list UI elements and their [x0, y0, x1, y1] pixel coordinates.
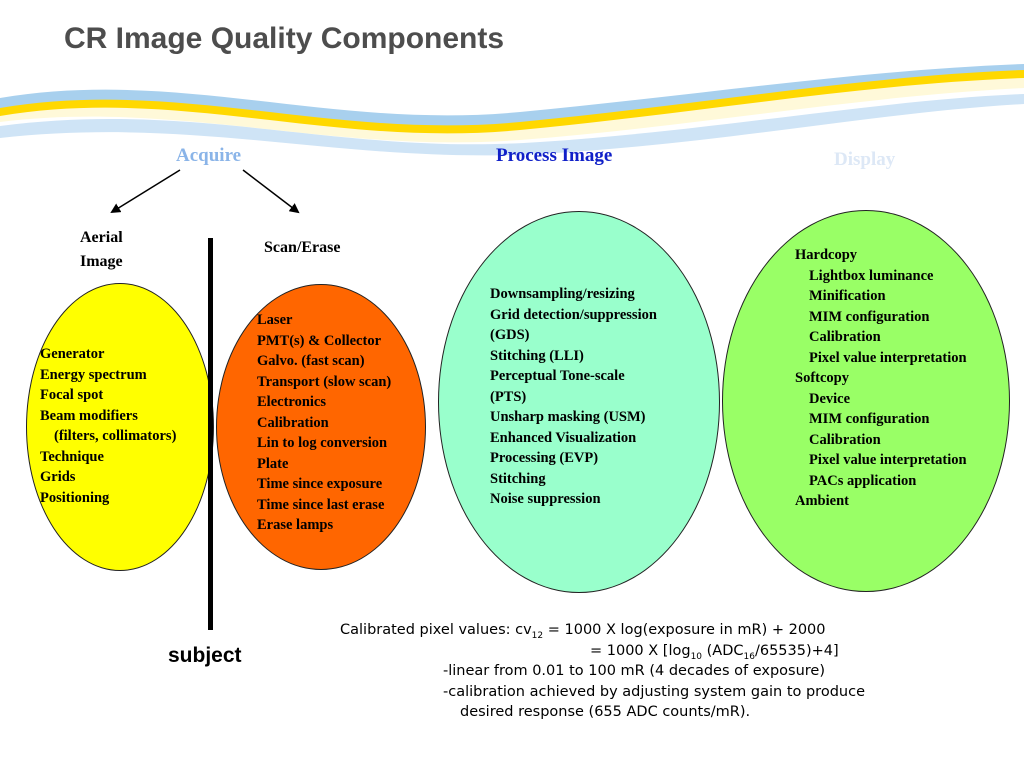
wave-banner: [0, 64, 1024, 156]
calibration-line-4: -calibration achieved by adjusting syste…: [443, 683, 865, 700]
aerial-image-label: Aerial Image: [80, 229, 123, 270]
subject-divider: [208, 238, 213, 630]
display-list: Hardcopy Lightbox luminance Minification…: [795, 245, 967, 512]
aerial-image-ellipse: [26, 283, 214, 571]
list-item: Unsharp masking (USM): [490, 409, 646, 425]
list-item: Hardcopy: [795, 247, 858, 263]
list-item: Stitching (LLI): [490, 347, 584, 364]
list-item: Laser: [257, 312, 293, 328]
list-item: Processing (EVP): [490, 450, 599, 466]
list-item: Erase lamps: [257, 517, 334, 533]
list-item: Beam modifiers: [40, 407, 138, 424]
list-item: (GDS): [490, 327, 530, 343]
list-item: Perceptual Tone-scale: [490, 368, 625, 384]
list-item: Ambient: [795, 493, 849, 509]
list-item: Pixel value interpretation: [809, 349, 967, 366]
list-item: Lightbox luminance: [809, 267, 934, 284]
list-item: Noise suppression: [490, 491, 601, 507]
list-item: Minification: [809, 288, 886, 304]
list-item: Device: [809, 390, 851, 407]
list-item: (filters, collimators): [54, 428, 177, 444]
list-item: Energy spectrum: [40, 366, 147, 383]
list-item: Enhanced Visualization: [490, 429, 637, 446]
list-item: Generator: [40, 346, 105, 362]
calibration-note: Calibrated pixel values: cv12 = 1000 X l…: [340, 620, 865, 723]
display-ellipse: [722, 210, 1010, 592]
process-image-list: Downsampling/resizing Grid detection/sup…: [490, 284, 657, 510]
acquire-header: Acquire: [176, 145, 242, 166]
list-item: (PTS): [490, 388, 527, 405]
process-image-header: Process Image: [496, 145, 613, 166]
calibration-line-5: desired response (655 ADC counts/mR).: [460, 704, 751, 720]
calibration-line-3: -linear from 0.01 to 100 mR (4 decades o…: [443, 663, 825, 679]
list-item: PMT(s) & Collector: [257, 332, 382, 349]
arrow-to-aerial: [110, 169, 181, 214]
scan-erase-ellipse: [216, 284, 426, 570]
list-item: Positioning: [40, 489, 110, 506]
list-item: Technique: [40, 448, 104, 465]
list-item: Grid detection/suppression: [490, 306, 657, 323]
slide-title: CR Image Quality Components: [64, 22, 505, 55]
list-item: Galvo. (fast scan): [257, 353, 365, 369]
list-item: Time since exposure: [257, 476, 383, 492]
process-image-ellipse: [438, 211, 720, 593]
scan-erase-list: Laser PMT(s) & Collector Galvo. (fast sc…: [257, 310, 391, 536]
list-item: Transport (slow scan): [257, 373, 392, 390]
list-item: Focal spot: [40, 387, 104, 403]
list-item: Stitching: [490, 470, 546, 487]
subject-label: subject: [168, 644, 242, 667]
list-item: Calibration: [257, 414, 329, 431]
list-item: MIM configuration: [809, 411, 930, 427]
list-item: Calibration: [809, 431, 881, 448]
list-item: Lin to log conversion: [257, 435, 388, 451]
list-item: Plate: [257, 455, 289, 472]
aerial-image-list: Generator Energy spectrum Focal spot Bea…: [40, 344, 176, 508]
list-item: Softcopy: [795, 370, 849, 386]
list-item: Pixel value interpretation: [809, 452, 967, 468]
list-item: Time since last erase: [257, 496, 385, 513]
list-item: Grids: [40, 469, 76, 485]
list-item: Electronics: [257, 394, 326, 410]
list-item: Downsampling/resizing: [490, 286, 635, 302]
display-header: Display: [834, 149, 896, 170]
list-item: MIM configuration: [809, 308, 930, 325]
calibration-line-2: = 1000 X [log10 (ADC16/65535)+4]: [590, 642, 839, 662]
list-item: Calibration: [809, 329, 881, 345]
arrow-to-scan: [242, 169, 300, 214]
calibration-line-1: Calibrated pixel values: cv12 = 1000 X l…: [340, 622, 826, 641]
scan-erase-label: Scan/Erase: [264, 239, 341, 256]
list-item: PACs application: [809, 472, 917, 489]
